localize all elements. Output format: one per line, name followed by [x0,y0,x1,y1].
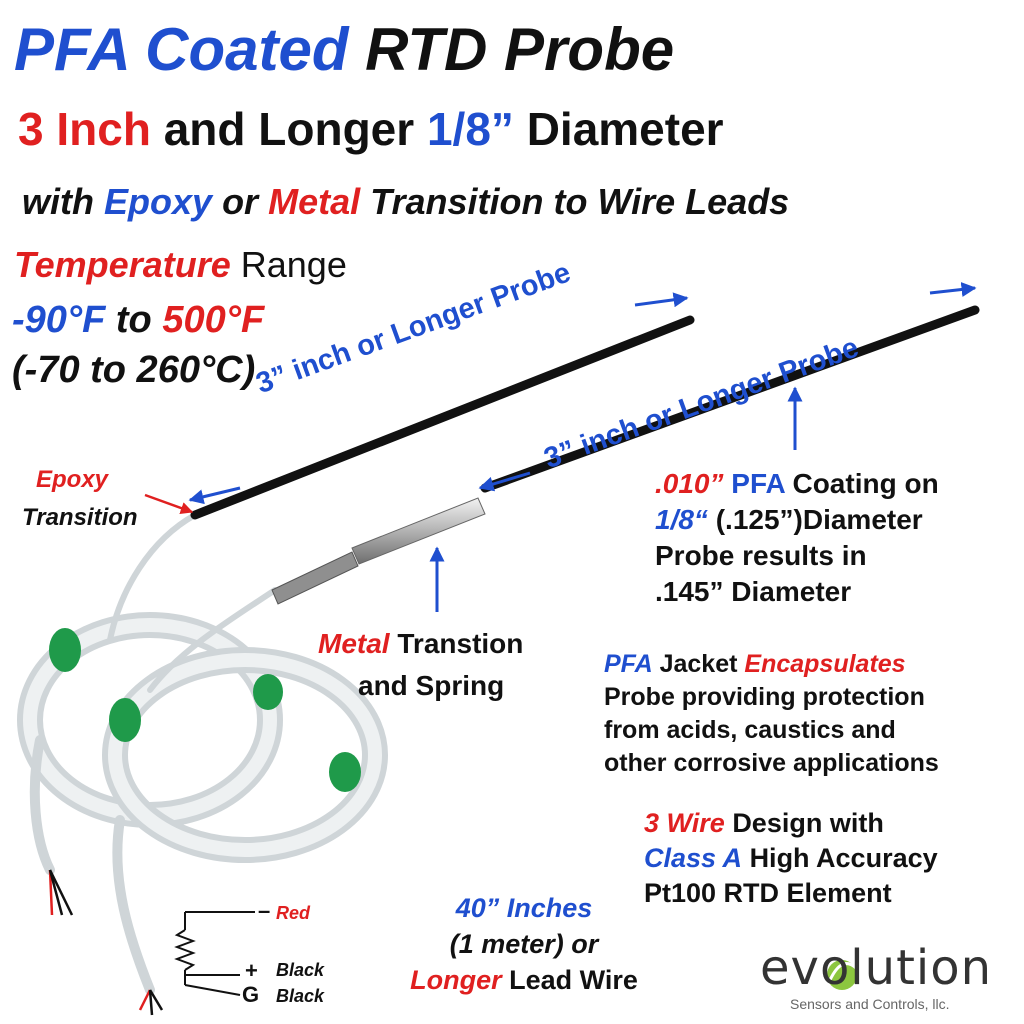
spring-label: and Spring [358,670,505,701]
temperature-celsius: (-70 to 260°C) [12,349,256,391]
transtion-word: Transtion [397,628,524,659]
jacket-line-2: Probe providing protection [604,683,925,711]
transition-line: with Epoxy or Metal Transition to Wire L… [22,180,789,224]
wire-line-2: Class A High Accuracy [644,841,938,876]
schematic-black-label-2: Black [276,986,325,1006]
metal-transition-label: Metal Transtion [318,628,523,660]
wire-ends [48,869,164,1016]
logo-leaf-icon [827,960,858,990]
coating-on: Coating on [792,468,939,499]
coating-pfa: PFA [731,468,785,499]
temperature-fahrenheit: -90°F to 500°F [12,298,264,342]
metal-transition-probe [271,305,980,605]
wire-line-3: Pt100 RTD Element [644,878,892,908]
epoxy-arrow [144,493,194,515]
temperature-range-label: Range [240,244,347,285]
temperature-to: to [115,299,152,341]
jacket-pfa: PFA [604,650,653,678]
page-title: PFA Coated RTD Probe [14,16,674,84]
transition-rest: Transition to Wire Leads [370,181,790,222]
transition-with: with [22,181,94,222]
wire-count: 3 Wire [644,808,725,838]
schematic-plus: + [245,958,258,983]
jacket-line-4: other corrosive applications [604,749,939,777]
subtitle-length: 3 Inch [18,103,151,155]
lead-block: 40” Inches (1 meter) or Longer Lead Wire [374,890,674,998]
temperature-high: 500°F [162,299,265,341]
wire-accuracy: High Accuracy [749,843,938,873]
coating-line-3: Probe results in [655,540,867,571]
coating-diameter-fraction: 1/8“ [655,504,708,535]
title-rtd-probe: RTD Probe [365,16,675,83]
lead-line-3: Longer Lead Wire [374,962,674,998]
company-logo-tagline: Sensors and Controls, llc. [790,996,950,1012]
metal-word: Metal [318,628,390,659]
title-pfa-coated: PFA Coated [14,16,349,83]
page-subtitle: 3 Inch and Longer 1/8” Diameter [18,102,724,156]
lead-meter: (1 meter) or [449,929,599,959]
coating-diameter-decimal: (.125”)Diameter [715,504,923,535]
temperature-low: -90°F [12,299,106,341]
wire-design: Design with [732,808,884,838]
coating-thickness: .010” [655,468,724,499]
schematic-g: G [242,982,260,1007]
green-cable-ties [49,628,361,792]
company-logo-wordmark: evolution [760,940,993,996]
jacket-encapsulates: Encapsulates [744,650,906,678]
jacket-block: PFA Jacket Encapsulates Probe providing … [604,648,939,780]
subtitle-diameter-value: 1/8” [426,103,514,155]
coating-line-4: .145” Diameter [655,576,852,607]
epoxy-probe-sheath [190,315,695,520]
subtitle-and-longer: and Longer [163,103,415,155]
jacket-word: Jacket [659,650,738,678]
schematic-red-label: Red [276,903,311,923]
jacket-line-3: from acids, caustics and [604,716,896,744]
epoxy-label: Epoxy [36,466,109,493]
probe-dimension-arrows [188,282,977,612]
lead-longer: Longer [410,965,502,995]
coating-line-1: .010” PFA Coating on [655,466,939,502]
jacket-line-1: PFA Jacket Encapsulates [604,648,939,681]
rtd-schematic [174,911,255,996]
wire-class: Class A [644,843,743,873]
coating-block: .010” PFA Coating on 1/8“ (.125”)Diamete… [655,466,939,610]
transition-epoxy: Epoxy [104,181,213,222]
wire-line-1: 3 Wire Design with [644,806,938,841]
transition-metal: Metal [268,181,361,222]
lead-wire-coils [17,512,388,995]
subtitle-diameter: Diameter [526,103,724,155]
schematic-black-label-1: Black [276,960,325,980]
temperature-heading: Temperature Range [14,244,347,286]
coating-line-2: 1/8“ (.125”)Diameter [655,502,939,538]
transition-or: or [222,181,259,222]
schematic-minus: – [258,898,271,923]
lead-wire: Lead Wire [509,965,638,995]
lead-length: 40” Inches [455,893,593,923]
temperature-label: Temperature [14,244,231,285]
wire-block: 3 Wire Design with Class A High Accuracy… [644,806,938,911]
transition-label: Transition [22,504,138,531]
